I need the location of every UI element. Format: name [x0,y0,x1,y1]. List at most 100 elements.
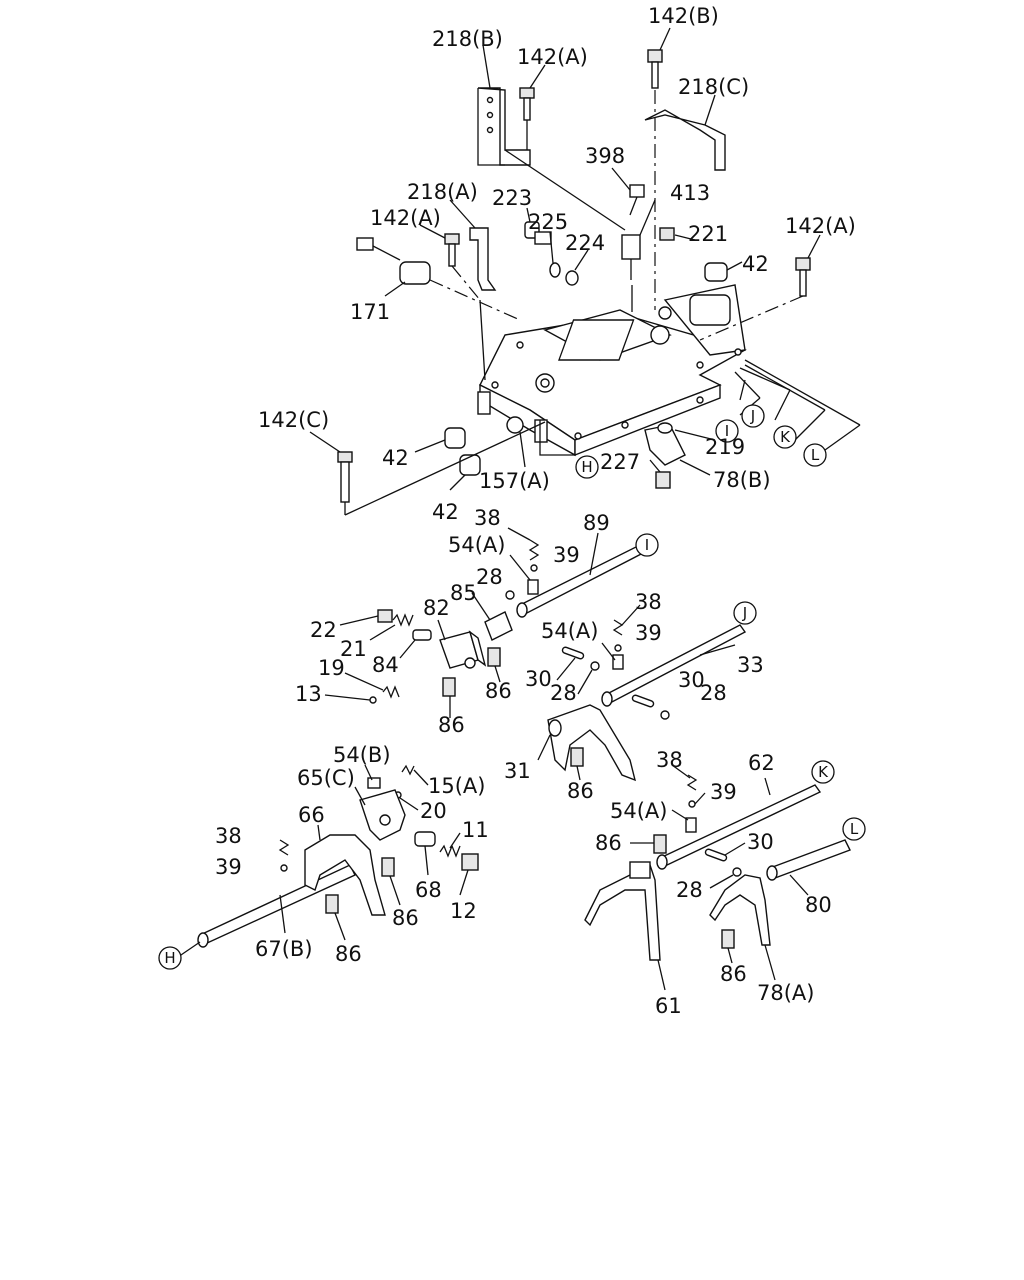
leader-lines [177,27,821,991]
label-38-d: 38 [656,748,683,772]
svg-text:H: H [164,949,175,967]
svg-text:J: J [750,407,755,425]
label-42-2: 42 [382,446,409,470]
label-38-c: 38 [215,824,242,848]
pin-54b [367,777,381,789]
bracket-218b [477,87,531,166]
label-12: 12 [450,899,477,923]
rail-33 [601,624,747,707]
bolt-86-g [721,929,735,949]
label-30-b: 30 [678,668,705,692]
label-13: 13 [295,682,322,706]
bolt-86-e [325,894,339,914]
label-39-d: 39 [710,780,737,804]
label-39-b: 39 [635,621,662,645]
label-33: 33 [737,653,764,677]
bolt-86-d [381,857,395,877]
fork-66 [304,834,386,916]
sleeve-42-mid [444,427,466,449]
label-61: 61 [655,994,682,1018]
label-30-c: 30 [747,830,774,854]
label-86-f: 86 [595,831,622,855]
ball-28-b [590,661,600,671]
spring-38-a [528,539,540,561]
pin-84 [412,629,432,641]
circle-ref-K-top: K [773,425,797,449]
label-21: 21 [340,637,367,661]
label-68: 68 [415,878,442,902]
fork-78a [709,874,771,946]
label-54b: 54(B) [333,743,391,767]
circle-ref-K-rail: K [811,760,835,784]
circle-ref-L-top: L [803,443,827,467]
label-86-d: 86 [392,906,419,930]
label-28: 28 [476,565,503,589]
label-66: 66 [298,803,325,827]
part-labels: 218(B) 142(A) 142(B) 218(C) 398 413 218(… [215,4,856,1018]
pin-54a-c [685,817,697,833]
label-86-g: 86 [720,962,747,986]
label-142a-3: 142(A) [785,214,856,238]
nut-221 [659,227,675,241]
fork-61 [584,861,661,961]
label-30: 30 [525,667,552,691]
svg-text:L: L [811,446,820,464]
pin-54a-a [527,579,539,595]
ball-28-c [660,710,670,720]
label-224: 224 [565,231,605,255]
spring-38-b [612,619,624,636]
spring-15a [401,764,415,776]
label-78a: 78(A) [757,981,814,1005]
pin-30-a [561,646,585,660]
svg-text:K: K [780,428,791,446]
bolt-142a-right [795,257,811,297]
svg-text:H: H [581,458,592,476]
label-28-b: 28 [550,681,577,705]
label-54a: 54(A) [448,533,505,557]
rail-80 [766,839,851,881]
label-15a: 15(A) [428,774,485,798]
bolt-142a-top [519,87,535,121]
spring-19 [382,685,400,699]
bolt-227 [655,471,671,489]
rail-62 [656,784,822,870]
block-82 [439,630,487,669]
ring-225 [549,262,561,278]
label-65c: 65(C) [297,766,355,790]
label-19: 19 [318,656,345,680]
circle-ref-H-top: H [575,455,599,479]
washer-219 [657,422,673,434]
label-142c: 142(C) [258,408,329,432]
label-22: 22 [310,618,337,642]
svg-text:L: L [850,820,859,838]
circle-ref-I-rail: I [635,533,659,557]
stud-142c [337,451,353,503]
label-398: 398 [585,144,625,168]
plug-12 [461,853,479,871]
ball-28-d [732,867,742,877]
label-89: 89 [583,511,610,535]
label-31: 31 [504,759,531,783]
washer-224 [565,270,579,286]
ball-13 [369,696,377,704]
bolt-86-b [487,647,501,667]
spring-38-d [686,774,698,791]
bolt-142b [647,49,663,89]
label-142a: 142(A) [517,45,588,69]
svg-text:I: I [645,536,649,554]
label-157a: 157(A) [479,469,550,493]
bolt-86-f [653,834,667,854]
circle-ref-H-rail: H [158,946,182,970]
block-65c [359,789,406,841]
svg-text:J: J [742,604,747,622]
label-223: 223 [492,186,532,210]
label-221: 221 [688,222,728,246]
label-84: 84 [372,653,399,677]
label-39-c: 39 [215,855,242,879]
label-80: 80 [805,893,832,917]
label-413: 413 [670,181,710,205]
svg-text:K: K [818,763,829,781]
plug-22 [377,609,393,623]
bracket-218c [644,109,726,171]
spring-38-c [278,839,290,856]
